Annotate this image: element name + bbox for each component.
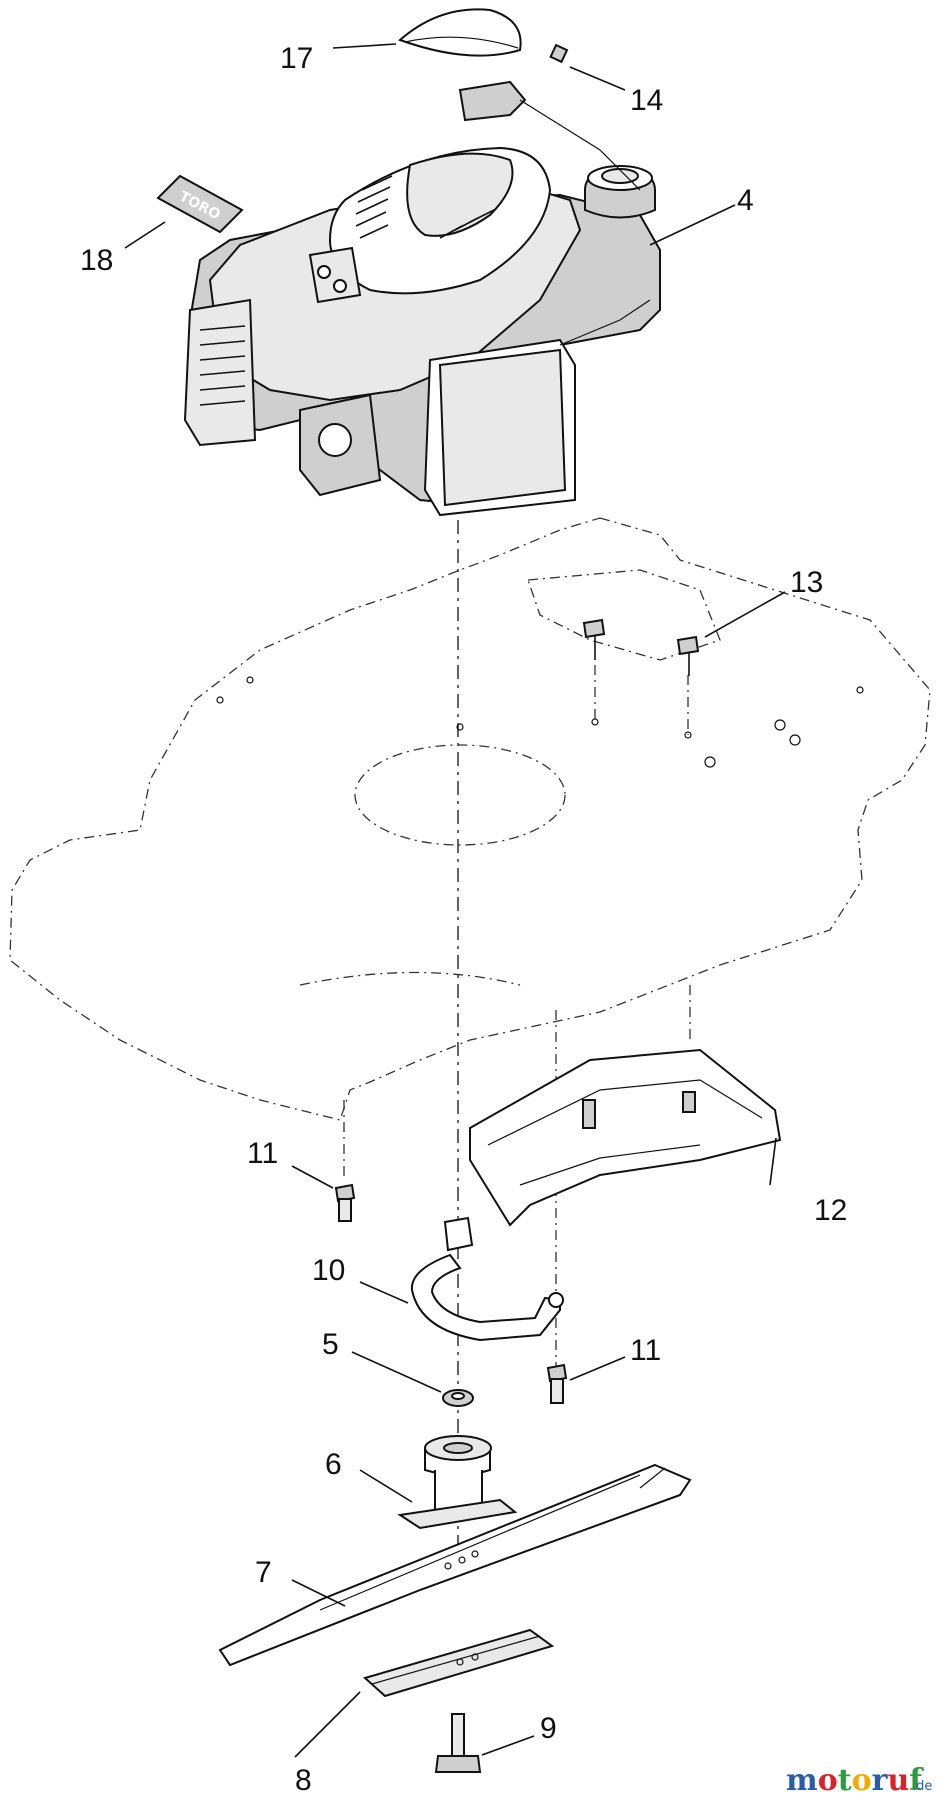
baffle-12 — [469, 1048, 782, 1227]
watermark-letter: u — [887, 1763, 909, 1798]
bracket-10 — [410, 1216, 564, 1342]
watermark-letter: t — [838, 1763, 852, 1798]
center-axes — [343, 520, 691, 1560]
watermark-brand: motoruf — [786, 1763, 924, 1798]
watermark: motoruf .de — [786, 1763, 932, 1798]
callout-7: 7 — [255, 1556, 272, 1589]
callout-12: 12 — [814, 1194, 847, 1227]
engine-shroud-slots — [199, 325, 246, 406]
watermark-letter: r — [872, 1763, 889, 1798]
engine-bolts-13 — [582, 618, 700, 676]
callout-6: 6 — [325, 1448, 342, 1481]
callout-17: 17 — [280, 42, 313, 75]
watermark-letter: o — [818, 1763, 838, 1798]
callout-10: 10 — [312, 1254, 345, 1287]
leader-lines — [124, 43, 786, 1758]
watermark-letter: o — [852, 1763, 872, 1798]
callout-5: 5 — [322, 1328, 339, 1361]
engine-cooling-vents — [355, 175, 495, 239]
callout-11-left: 11 — [247, 1137, 278, 1170]
callout-9: 9 — [540, 1712, 557, 1745]
mower-deck — [9, 517, 931, 1121]
callout-4: 4 — [737, 184, 754, 217]
blade-7 — [218, 1463, 692, 1667]
toro-decal: TORO — [156, 174, 244, 234]
callout-labels: 17 14 4 18 13 11 12 10 5 11 6 7 8 9 — [80, 42, 847, 1797]
callout-11-right: 11 — [630, 1334, 661, 1367]
air-filter-cover — [398, 8, 522, 57]
callout-8: 8 — [295, 1764, 312, 1797]
bolt-11-right — [546, 1363, 568, 1404]
watermark-tld: .de — [912, 1779, 932, 1794]
callout-13: 13 — [790, 566, 823, 599]
small-plug — [549, 43, 569, 64]
callout-18: 18 — [80, 244, 113, 277]
washer-5 — [442, 1389, 474, 1407]
bolt-11-left — [334, 1183, 356, 1222]
blade-bolt-9 — [434, 1713, 482, 1773]
callout-14: 14 — [630, 84, 663, 117]
blade-adapter-6 — [397, 1435, 518, 1530]
stiffener-8 — [362, 1628, 555, 1698]
watermark-letter: m — [786, 1763, 818, 1798]
oil-filler-cap — [584, 165, 656, 219]
watermark-letter: f — [909, 1763, 924, 1798]
engine — [183, 80, 661, 517]
